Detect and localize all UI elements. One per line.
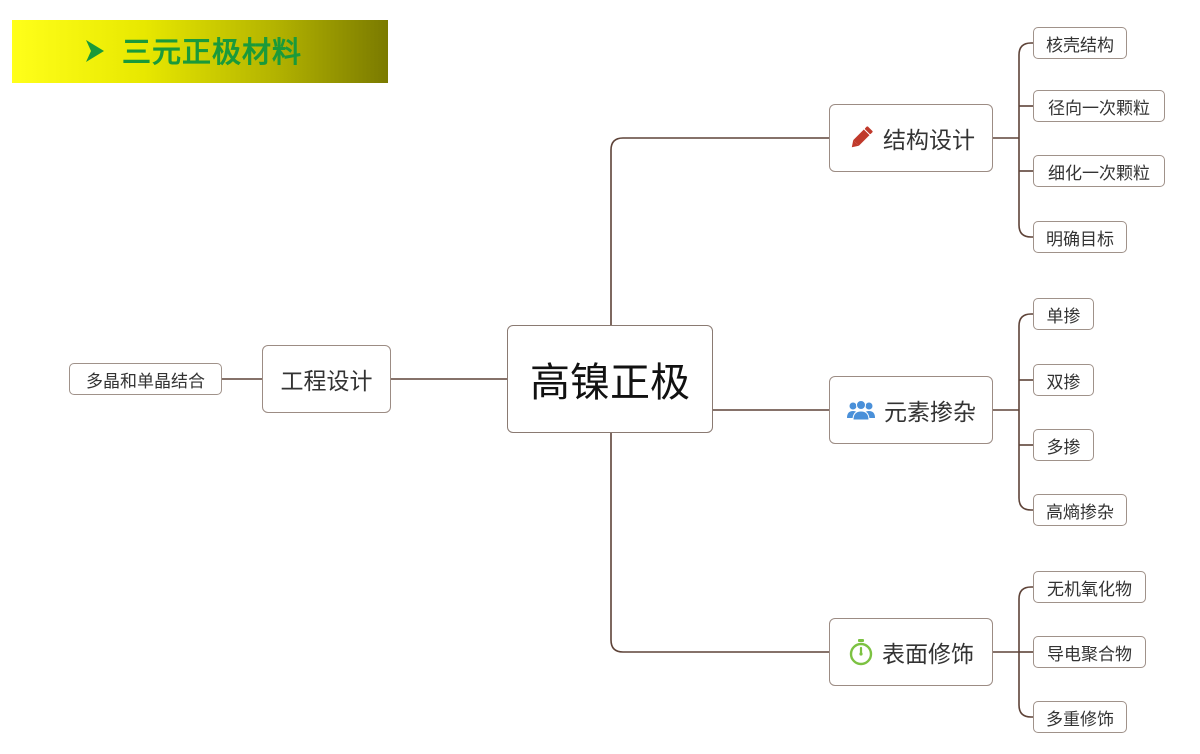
leaf-refined-primary-particles[interactable]: 细化一次颗粒 [1033,155,1165,187]
branch-surface-modification-label: 表面修饰 [882,642,974,668]
pencil-icon [847,124,875,152]
people-icon [846,398,876,422]
leaf-label: 多重修饰 [1046,709,1114,730]
leaf-label: 多掺 [1046,437,1081,458]
branch-element-doping[interactable]: 元素掺杂 [829,376,993,444]
leaf-label: 单掺 [1046,306,1081,327]
leaf-label: 细化一次颗粒 [1048,163,1150,184]
leaf-radial-primary-particles[interactable]: 径向一次颗粒 [1033,90,1165,122]
leaf-label: 核壳结构 [1046,35,1114,56]
branch-engineering-design-label: 工程设计 [280,369,373,395]
title-arrow-icon [86,40,104,62]
stopwatch-icon [848,638,874,666]
leaf-label: 双掺 [1046,372,1081,393]
leaf-label: 径向一次颗粒 [1048,98,1150,119]
root-node[interactable]: 高镍正极 [507,325,713,433]
leaf-poly-single-crystal[interactable]: 多晶和单晶结合 [69,363,222,395]
branch-engineering-design[interactable]: 工程设计 [262,345,391,413]
leaf-clear-target[interactable]: 明确目标 [1033,221,1127,253]
leaf-label: 多晶和单晶结合 [86,371,205,392]
leaf-label: 导电聚合物 [1047,644,1132,665]
branch-structure-design[interactable]: 结构设计 [829,104,993,172]
leaf-label: 高熵掺杂 [1046,502,1114,523]
page-title: 三元正极材料 [122,35,303,69]
branch-element-doping-label: 元素掺杂 [884,400,976,426]
leaf-dual-doping[interactable]: 双掺 [1033,364,1094,396]
branch-surface-modification[interactable]: 表面修饰 [829,618,993,686]
branch-structure-design-label: 结构设计 [883,128,975,154]
root-label: 高镍正极 [530,360,690,406]
leaf-multi-doping[interactable]: 多掺 [1033,429,1094,461]
leaf-label: 明确目标 [1046,229,1114,250]
leaf-label: 无机氧化物 [1047,579,1132,600]
title-banner [12,20,388,83]
leaf-single-doping[interactable]: 单掺 [1033,298,1094,330]
leaf-conductive-polymer[interactable]: 导电聚合物 [1033,636,1146,668]
leaf-inorganic-oxide[interactable]: 无机氧化物 [1033,571,1146,603]
leaf-high-entropy-doping[interactable]: 高熵掺杂 [1033,494,1127,526]
leaf-core-shell[interactable]: 核壳结构 [1033,27,1127,59]
leaf-multiple-modification[interactable]: 多重修饰 [1033,701,1127,733]
